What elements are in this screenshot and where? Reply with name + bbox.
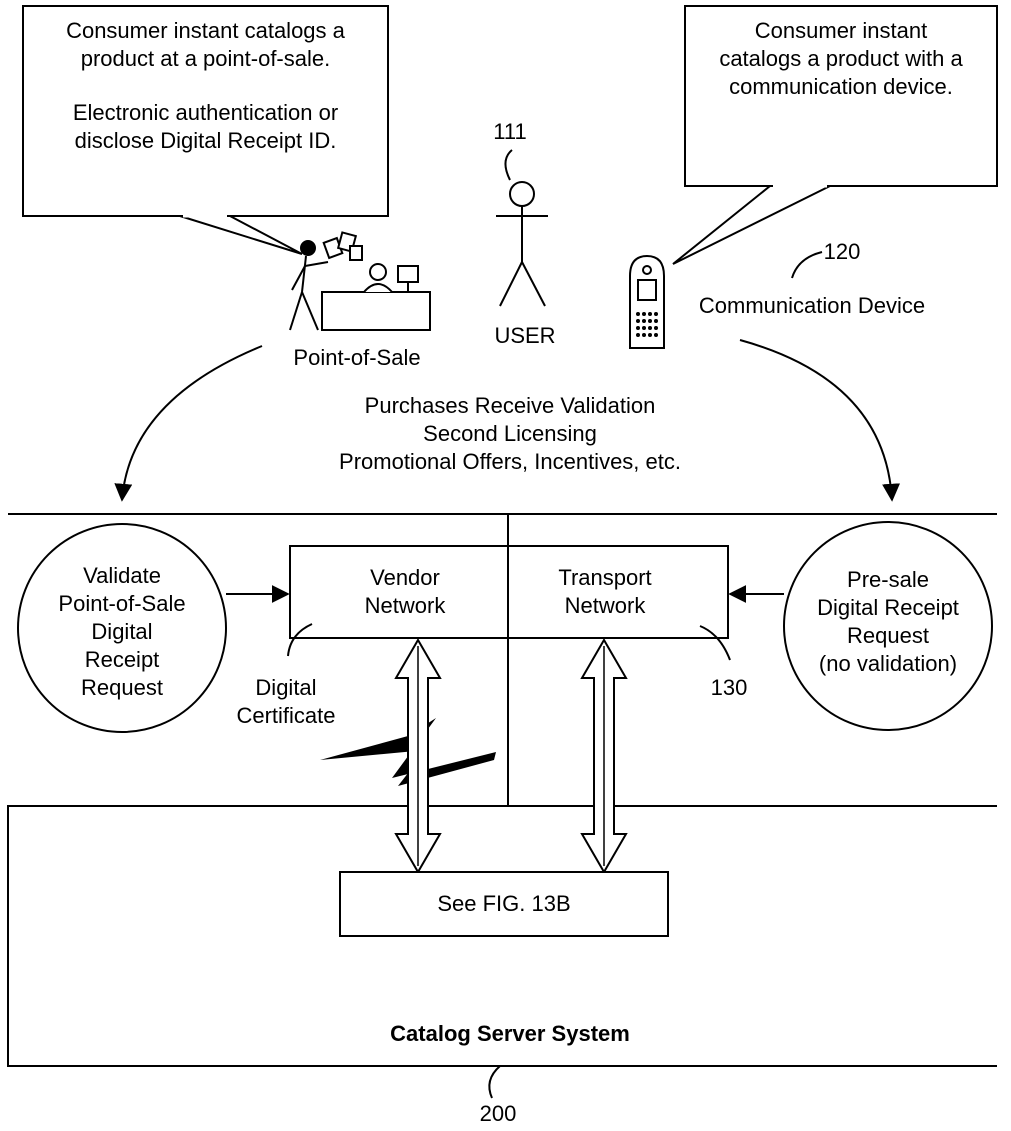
callout-right-line3: communication device. [729, 74, 953, 99]
user-label: USER [494, 323, 556, 348]
pos-label: Point-of-Sale [293, 345, 421, 370]
purchases-line2: Second Licensing [423, 421, 597, 446]
digital-certificate-label: Digital Certificate [216, 674, 356, 730]
catalog-ref-leader [488, 1065, 501, 1099]
callout-left-box [22, 5, 389, 255]
presale-line3: Request [847, 623, 929, 648]
validate-circle [17, 523, 227, 733]
transport-ref-leader [699, 625, 731, 661]
transport-ref-number: 130 [710, 675, 748, 700]
validate-line2: Point-of-Sale [58, 591, 186, 616]
transport-double-arrow [580, 638, 628, 874]
catalog-server-ref-number: 200 [479, 1101, 517, 1126]
certificate-line1: Digital [255, 675, 317, 700]
callout-left-line4: disclose Digital Receipt ID. [74, 128, 337, 153]
callout-left-line1: Consumer instant catalogs a [66, 18, 345, 43]
callout-left-line3: Electronic authentication or [72, 100, 339, 125]
validate-line3: Digital [91, 619, 153, 644]
callout-right-line1: Consumer instant [754, 18, 928, 43]
presale-circle-text: Pre-sale Digital Receipt Request (no val… [778, 566, 998, 678]
presale-line2: Digital Receipt [817, 595, 959, 620]
validate-line1: Validate [83, 563, 161, 588]
purchases-line3: Promotional Offers, Incentives, etc. [339, 449, 681, 474]
user-stick-figure-icon [496, 181, 548, 307]
callout-right-line2: catalogs a product with a [719, 46, 963, 71]
purchases-text: Purchases Receive Validation Second Lice… [280, 392, 740, 476]
mobile-phone-icon [629, 254, 665, 349]
purchases-line1: Purchases Receive Validation [364, 393, 656, 418]
catalog-server-frame [7, 805, 997, 1067]
see-fig-label: See FIG. 13B [437, 891, 571, 916]
vendor-double-arrow [394, 638, 442, 874]
callout-left-text: Consumer instant catalogs a product at a… [23, 17, 388, 155]
transport-network-label: Transport Network [525, 564, 685, 620]
transport-line1: Transport [558, 565, 652, 590]
vendor-line1: Vendor [370, 565, 440, 590]
callout-right-box [672, 5, 998, 265]
see-fig-box [339, 871, 669, 937]
certificate-line2: Certificate [236, 703, 336, 728]
device-ref-leader [791, 251, 823, 279]
certificate-leader [287, 623, 313, 657]
catalog-server-label: Catalog Server System [390, 1021, 630, 1046]
vendor-network-label: Vendor Network [330, 564, 480, 620]
device-ref-number: 120 [823, 239, 861, 264]
user-ref-number: 111 [493, 119, 527, 144]
user-ref-leader [504, 149, 513, 181]
vendor-line2: Network [364, 593, 446, 618]
validate-line4: Receipt [84, 647, 160, 672]
wireless-lightning-icon [320, 718, 496, 786]
pos-to-validate-arrow [114, 345, 263, 502]
point-of-sale-icon [289, 231, 431, 331]
validate-circle-text: Validate Point-of-Sale Digital Receipt R… [22, 562, 222, 702]
transport-line2: Network [564, 593, 646, 618]
device-to-presale-arrow [739, 339, 901, 502]
callout-left-line2: product at a point-of-sale. [80, 46, 331, 71]
presale-circle [783, 521, 993, 731]
device-label: Communication Device [698, 293, 926, 318]
presale-line1: Pre-sale [847, 567, 929, 592]
presale-line4: (no validation) [818, 651, 958, 676]
callout-right-text: Consumer instant catalogs a product with… [685, 17, 997, 101]
validate-line5: Request [81, 675, 163, 700]
